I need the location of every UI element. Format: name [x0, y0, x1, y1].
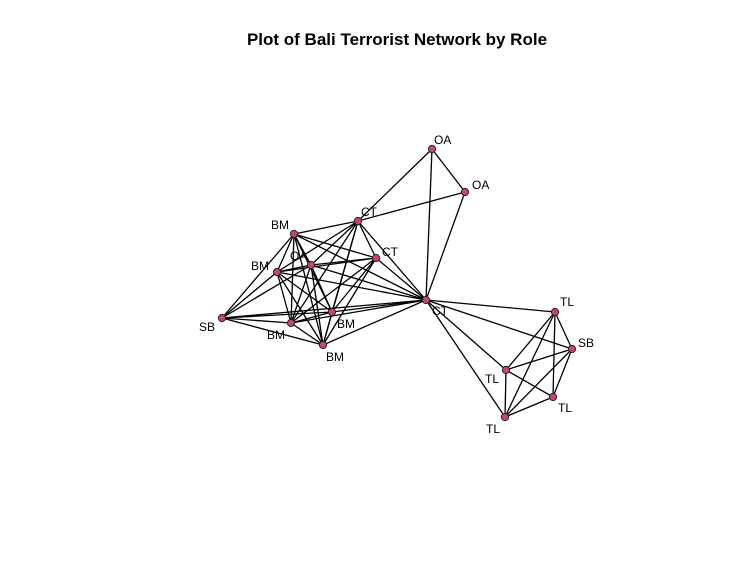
- edge: [504, 369, 507, 418]
- edge: [331, 299, 427, 313]
- edge: [505, 369, 554, 398]
- node-ct: [421, 295, 431, 305]
- edge: [425, 148, 433, 301]
- edge: [290, 257, 377, 324]
- edge: [431, 148, 466, 193]
- node-bm: [289, 229, 299, 239]
- node-ct: [353, 216, 363, 226]
- edge: [276, 271, 333, 313]
- node-oa: [427, 144, 437, 154]
- edge: [290, 264, 312, 324]
- node-sb: [217, 313, 227, 323]
- node-label: OA: [434, 133, 451, 147]
- edge: [322, 311, 333, 346]
- edge: [293, 220, 359, 235]
- edge: [425, 299, 573, 350]
- edge: [290, 299, 427, 324]
- node-label: BM: [251, 259, 269, 273]
- node-label: BM: [267, 328, 285, 342]
- edge: [310, 264, 427, 301]
- edge: [221, 264, 312, 319]
- edge: [425, 299, 507, 371]
- edge: [221, 317, 324, 346]
- edge: [276, 264, 312, 273]
- edge: [322, 299, 427, 346]
- node-label: BM: [337, 317, 355, 331]
- edge: [290, 311, 333, 324]
- edge: [221, 271, 278, 319]
- edge: [276, 271, 324, 346]
- edge: [357, 220, 377, 259]
- edge: [293, 233, 324, 346]
- node-sb: [567, 344, 577, 354]
- node-tl: [500, 412, 510, 422]
- edge: [504, 396, 554, 418]
- edge: [505, 311, 556, 371]
- edge: [357, 148, 433, 222]
- edge: [554, 311, 573, 350]
- node-label: OA: [472, 178, 489, 192]
- chart-title: Plot of Bali Terrorist Network by Role: [246, 30, 548, 49]
- edge: [425, 299, 556, 313]
- node-bm: [327, 307, 337, 317]
- node-label: OA: [290, 249, 307, 263]
- edge: [221, 299, 427, 319]
- labels-layer: OA OA CT CT OA BM BM SB BM BM BM CT TL SB TL TL TL: [199, 133, 594, 436]
- node-bm: [272, 267, 282, 277]
- edge: [276, 220, 359, 273]
- edge: [290, 220, 359, 324]
- edges-layer: [221, 148, 573, 418]
- edge: [375, 257, 427, 301]
- node-label: TL: [560, 295, 574, 309]
- edge: [331, 257, 377, 313]
- edge: [322, 257, 377, 346]
- edge: [310, 220, 359, 266]
- node-label: TL: [558, 401, 572, 415]
- node-label: TL: [485, 372, 499, 386]
- edge: [276, 233, 295, 273]
- edge: [276, 257, 377, 273]
- edge: [552, 348, 573, 398]
- node-oa: [460, 187, 470, 197]
- node-label: SB: [199, 320, 215, 334]
- edge: [505, 348, 573, 371]
- node-label: CT: [432, 304, 449, 318]
- node-label: SB: [578, 336, 594, 350]
- edge: [293, 233, 427, 301]
- edge: [276, 271, 427, 301]
- edge: [221, 233, 295, 319]
- node-tl: [548, 392, 558, 402]
- node-bm: [286, 318, 296, 328]
- edge: [290, 233, 295, 324]
- edge: [504, 348, 573, 418]
- node-label: CT: [361, 205, 378, 219]
- node-bm: [318, 340, 328, 350]
- node-label: TL: [486, 422, 500, 436]
- edge: [221, 317, 292, 324]
- node-tl: [501, 365, 511, 375]
- node-ct: [371, 253, 381, 263]
- node-label: BM: [326, 350, 344, 364]
- node-label: BM: [271, 218, 289, 232]
- edge: [504, 311, 556, 418]
- node-label: CT: [382, 245, 399, 259]
- edge: [293, 233, 377, 259]
- edge: [425, 299, 506, 418]
- edge: [293, 233, 333, 313]
- node-tl: [550, 307, 560, 317]
- edge: [290, 322, 324, 346]
- nodes-layer: [217, 144, 577, 422]
- edge: [357, 191, 466, 222]
- node-oa: [306, 260, 316, 270]
- edge: [425, 191, 466, 301]
- edge: [357, 220, 427, 301]
